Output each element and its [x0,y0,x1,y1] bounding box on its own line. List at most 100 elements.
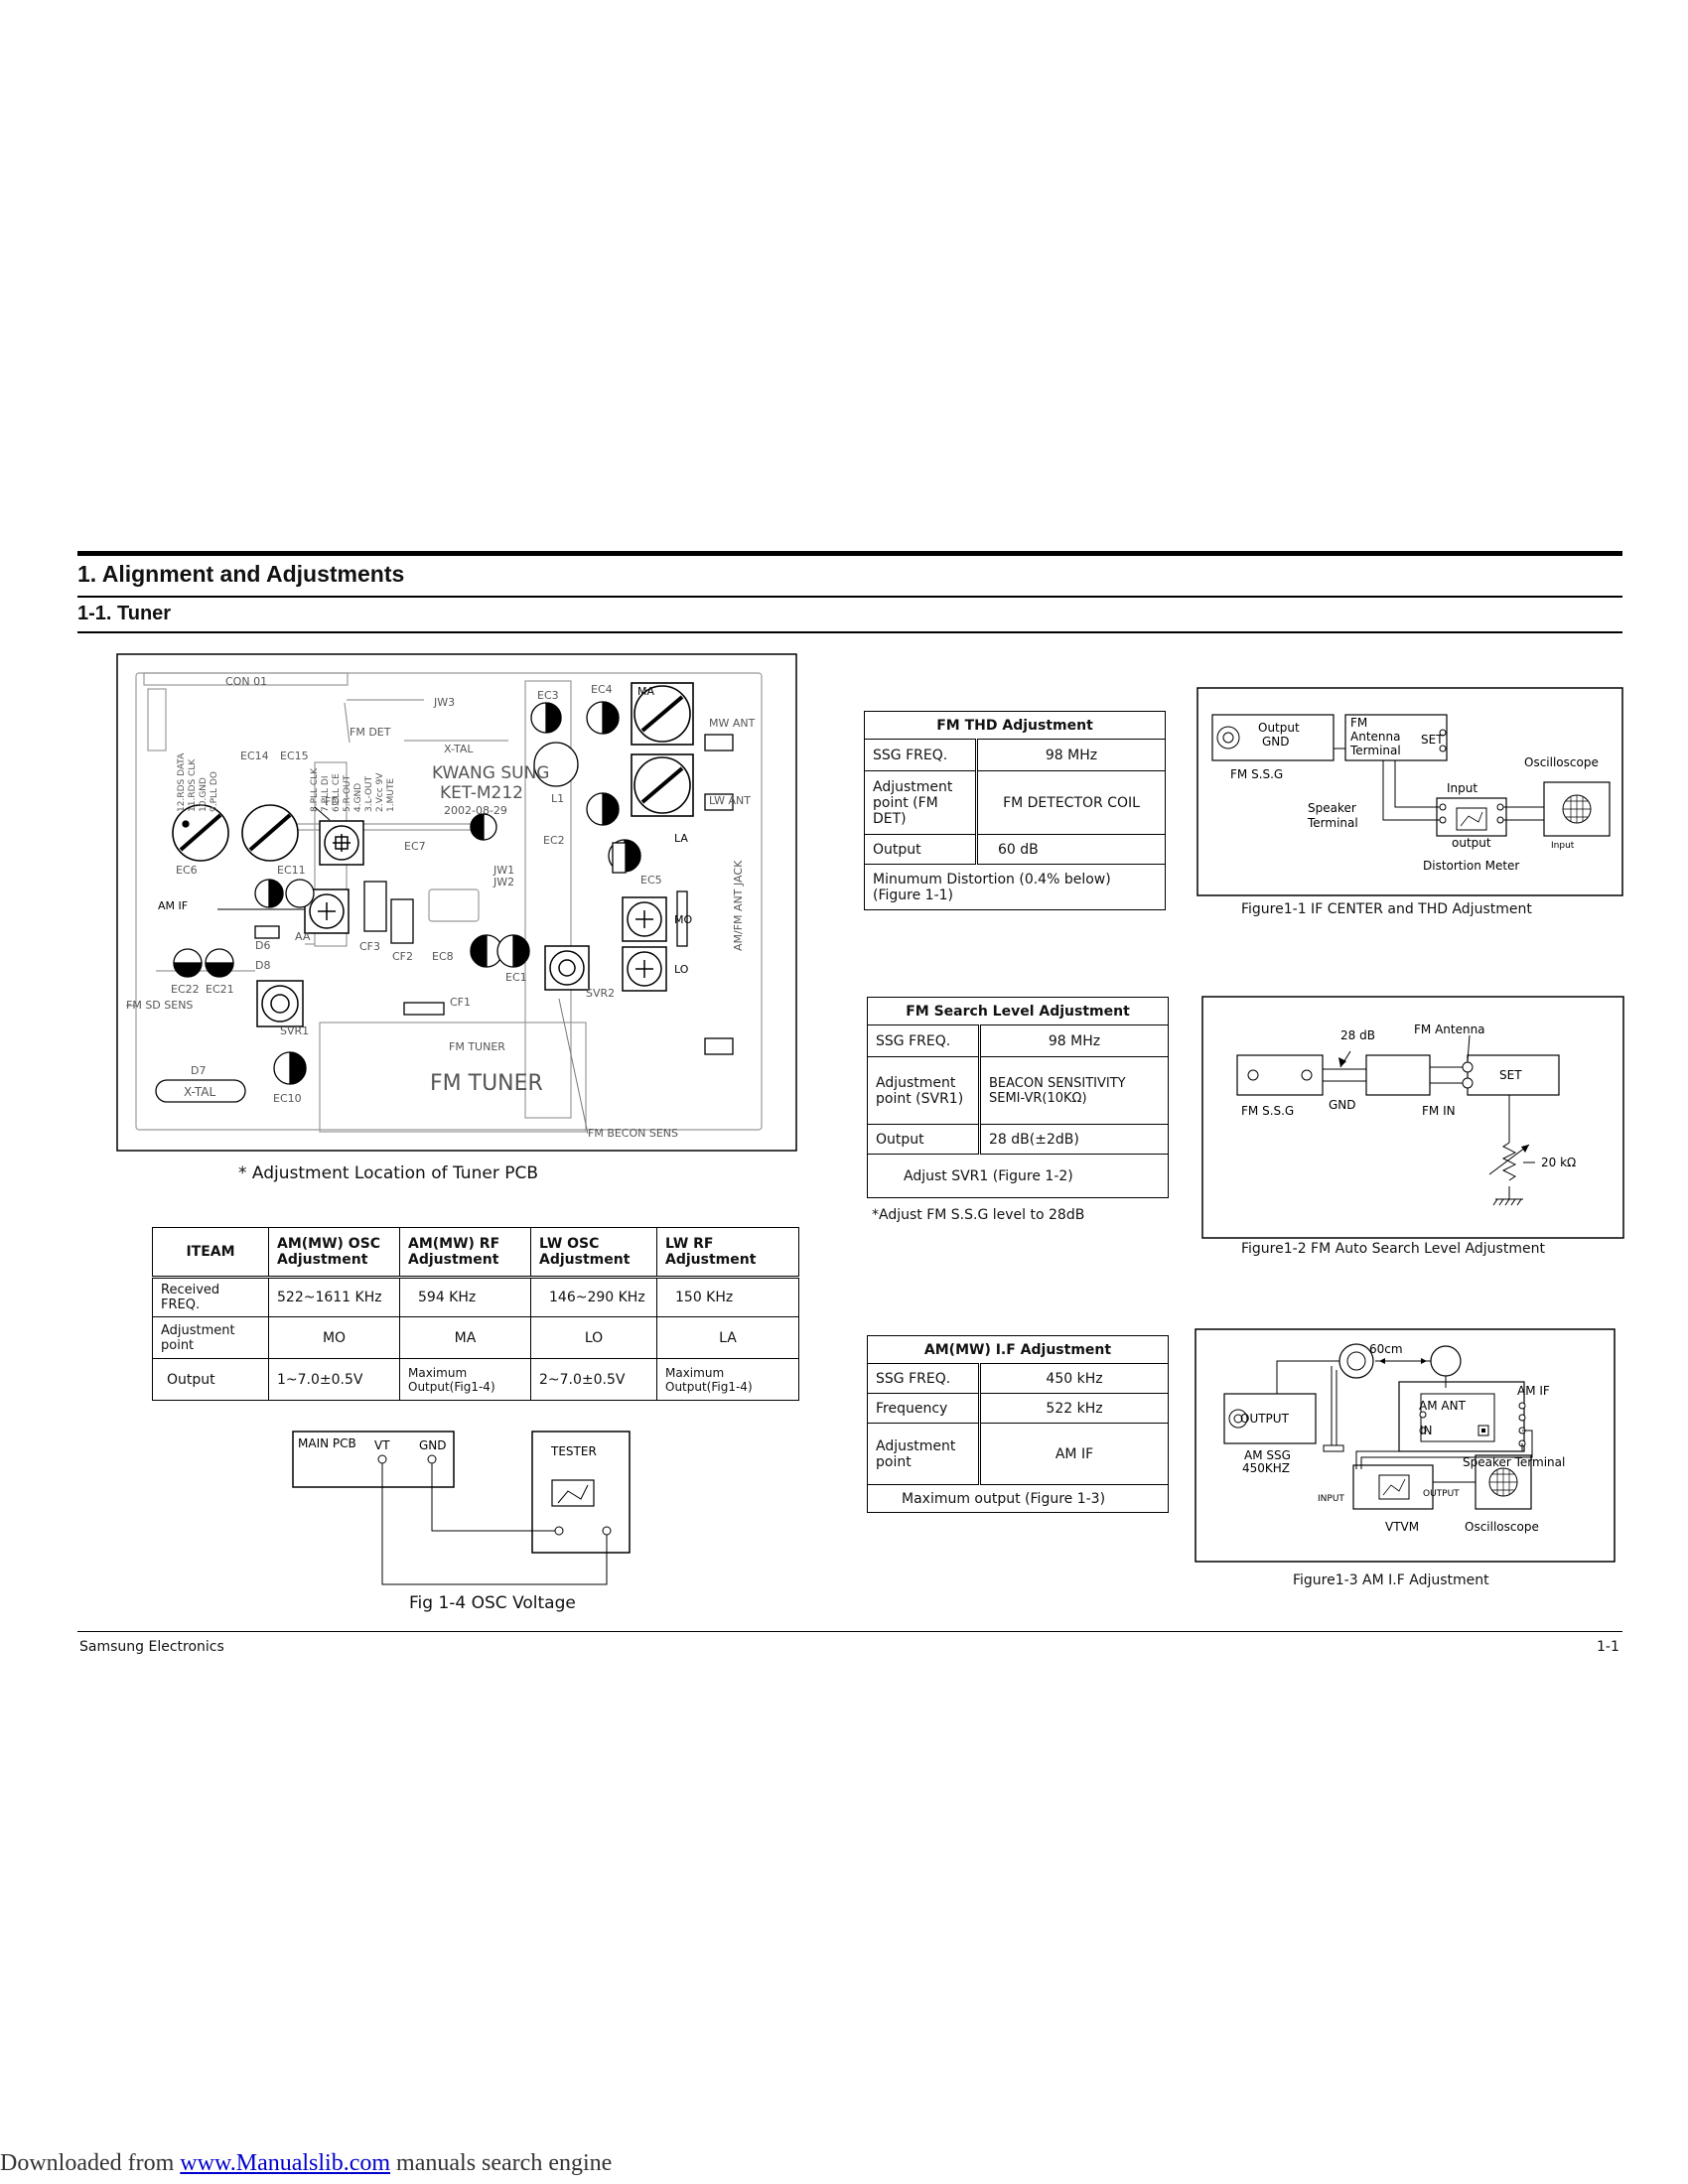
tuner-pcb-drawing: CON 01 FM DET JW3 X-TAL EC3 EC4 MA MW AN… [116,653,797,1152]
table-header: AM(MW) OSC Adjustment [268,1227,400,1279]
svg-text:450KHZ: 450KHZ [1242,1461,1290,1475]
footer-rule [77,1631,1622,1632]
svg-text:EC7: EC7 [404,840,426,853]
fm-auto-search-diagram: 28 dB FM Antenna SET FM S.S.G GND FM IN … [1201,996,1624,1239]
svg-text:SVR1: SVR1 [280,1024,309,1037]
svg-text:OUTPUT: OUTPUT [1240,1412,1290,1426]
svg-text:MA: MA [637,685,654,698]
table-cell: SSG FREQ. [867,1024,981,1057]
fig14-tester-label: TESTER [550,1444,597,1458]
if-center-thd-diagram: Output GND FM Antenna Terminal SET FM S.… [1196,687,1623,896]
pcb-pin-label: 4.GND [353,783,363,812]
svg-text:GND: GND [1329,1098,1356,1112]
svg-text:60cm: 60cm [1369,1342,1403,1356]
table-cell: Output [864,834,978,865]
svg-text:FM S.S.G: FM S.S.G [1230,767,1283,781]
table-title: AM(MW) I.F Adjustment [867,1335,1169,1364]
svg-text:X-TAL: X-TAL [184,1085,215,1099]
svg-text:EC15: EC15 [280,750,309,762]
fig14-gnd-label: GND [419,1438,447,1452]
svg-text:output: output [1452,836,1491,850]
table-note: Maximum output (Figure 1-3) [867,1484,1169,1513]
svg-text:LW ANT: LW ANT [709,794,751,807]
svg-text:D7: D7 [191,1064,206,1077]
subtitle-rule [77,631,1622,633]
svg-text:VTVM: VTVM [1385,1520,1419,1534]
svg-text:CF1: CF1 [450,996,471,1009]
svg-text:D8: D8 [255,959,270,972]
svg-text:Input: Input [1447,781,1477,795]
svg-text:LO: LO [674,963,689,976]
pcb-pin-label: 12.RDS DATA [177,752,187,812]
svg-text:28 dB: 28 dB [1340,1028,1375,1042]
svg-text:FM: FM [1350,716,1367,730]
table-title: FM THD Adjustment [864,711,1166,740]
svg-text:Speaker: Speaker [1308,801,1356,815]
pcb-pin-label: 11.RDS CLK [188,758,198,812]
table-cell: 146~290 KHz [530,1277,657,1317]
manualslib-link[interactable]: www.Manualslib.com [180,2150,391,2176]
svg-text:EC11: EC11 [277,864,306,877]
pcb-pin-label: 8.PLL CLK [310,767,320,812]
table-cell: SSG FREQ. [864,739,978,771]
svg-text:FM SD SENS: FM SD SENS [126,999,193,1012]
fig12-caption: Figure1-2 FM Auto Search Level Adjustmen… [1241,1241,1545,1257]
table-cell: Output [867,1124,981,1155]
download-banner: Downloaded from www.Manualslib.com manua… [0,2150,612,2177]
pcb-pin-label: 1.MUTE [386,778,396,812]
table-header: LW RF Adjustment [656,1227,799,1279]
pcb-caption: * Adjustment Location of Tuner PCB [238,1163,538,1183]
fig14-vt-label: VT [374,1438,390,1452]
svg-text:AM SSG: AM SSG [1244,1448,1291,1462]
svg-text:INPUT: INPUT [1318,1494,1344,1504]
table-header: LW OSC Adjustment [530,1227,657,1279]
svg-text:EC3: EC3 [537,689,559,702]
svg-text:FD: FD [325,795,340,808]
svg-text:2002-08-29: 2002-08-29 [444,804,507,817]
title-rule [77,596,1622,598]
fig14-main-label: MAIN PCB [298,1436,356,1450]
table-cell: Adjustment point (SVR1) [867,1056,981,1125]
svg-text:CF2: CF2 [392,950,413,963]
svg-text:FM BECON SENS: FM BECON SENS [588,1127,678,1140]
pcb-pin-label: 10.GND [199,777,209,812]
svg-text:AM/FM ANT JACK: AM/FM ANT JACK [732,860,745,951]
svg-text:20 kΩ: 20 kΩ [1541,1156,1576,1169]
svg-text:MW ANT: MW ANT [709,717,756,730]
pcb-pin-label: 5.R-OUT [343,774,352,812]
svg-text:AM IF: AM IF [158,899,188,912]
pcb-pin-label: 6.PLL CE [332,773,342,812]
svg-text:D6: D6 [255,939,270,952]
svg-text:CON 01: CON 01 [225,675,267,688]
svg-text:EC1: EC1 [505,971,527,984]
svg-text:FM S.S.G: FM S.S.G [1241,1104,1294,1118]
svg-text:KET-M212: KET-M212 [440,783,523,803]
svg-text:Distortion Meter: Distortion Meter [1423,859,1519,873]
table-cell: 2~7.0±0.5V [530,1358,657,1401]
svg-text:EC10: EC10 [273,1092,302,1105]
top-rule [77,551,1622,556]
svg-text:FM TUNER: FM TUNER [430,1071,543,1096]
svg-text:JW3: JW3 [433,696,455,709]
svg-text:EC6: EC6 [176,864,198,877]
table-cell: 1~7.0±0.5V [268,1358,400,1401]
svg-text:AA: AA [295,930,311,943]
page-number: 1-1 [1597,1639,1619,1655]
svg-text:X-TAL: X-TAL [444,743,474,755]
osc-voltage-diagram: MAIN PCB VT GND TESTER [292,1431,631,1585]
table-cell: 522~1611 KHz [268,1277,400,1317]
table-cell: FM DETECTOR COIL [976,770,1166,835]
table-cell: 450 kHz [979,1363,1169,1394]
table-cell: Received FREQ. [152,1277,269,1317]
svg-text:EC8: EC8 [432,950,454,963]
svg-text:FM TUNER: FM TUNER [449,1040,505,1053]
fm-search-table: FM Search Level Adjustment SSG FREQ.98 M… [867,997,1169,1198]
table-cell: 150 KHz [656,1277,799,1317]
table-header: AM(MW) RF Adjustment [399,1227,531,1279]
svg-text:SVR2: SVR2 [586,987,615,1000]
table-cell: SSG FREQ. [867,1363,981,1394]
svg-text:IN: IN [1420,1424,1433,1437]
fig11-caption: Figure1-1 IF CENTER and THD Adjustment [1241,901,1532,917]
fig14-caption: Fig 1-4 OSC Voltage [409,1593,576,1613]
svg-text:FM IN: FM IN [1422,1104,1456,1118]
